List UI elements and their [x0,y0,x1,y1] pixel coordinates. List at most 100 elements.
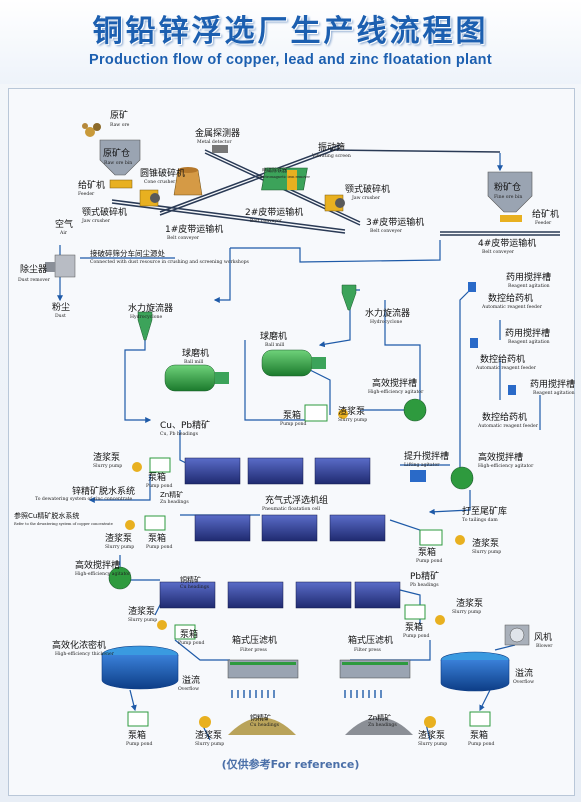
feeder-2-label: 给矿机 [532,208,559,220]
belt-3-label-en: Belt conveyer [370,228,403,234]
slurry-pump-7-label-en: Slurry pump [195,741,224,747]
pb-headings-label-en: Pb headings [410,582,439,588]
overflow-labels: 溢流 Overflow 溢流 Overflow [178,667,534,692]
dust-note-label-en: Connected with dust resource in crushing… [90,259,250,265]
overflow-1-label: 溢流 [182,674,200,686]
raw-ore-label: 原矿 [110,109,128,121]
slurry-pump-2-label-en: Slurry pump [93,463,122,469]
auto-feeder-1-label-en: Automatic reagent feeder [481,304,543,310]
electromagnetic-label: 电磁除铁器 [262,167,287,174]
metal-detector-label-en: Metal detector [197,139,232,145]
cu-pile-label-en: Cu headings [250,722,280,728]
cu-pb-label: Cu、Pb精矿 Cu, Pb headings [160,419,210,437]
feeder-2: 给矿机 Feeder [500,208,559,226]
fine-ore-bin: 粉矿仓 Fine ore bin [487,171,533,213]
pump-pond-2-label: 泵箱 [148,471,166,483]
hydrocyclone-2-label-en: Hydrocyclone [370,319,402,325]
dust-label-en: Dust [55,313,66,319]
reagent-2-label-en: Reagent agitation [508,339,550,345]
cu-pb-headings-label-en: Cu, Pb headings [160,431,199,437]
belt-2-label-en: Belt conveyer [250,218,283,224]
cu-dewater-label-en: Refer to the dewatering system of copper… [14,522,113,526]
fine-ore-bin-label: 粉矿仓 [494,181,521,193]
dust-label: 粉尘 [52,301,70,313]
feeder-1-label: 给矿机 [78,179,105,191]
feeder-1-label-en: Feeder [78,191,95,197]
lift-agitator-label: 提升搅拌槽 [404,450,449,462]
pump-pond-3-label-en: Pump pond [146,544,172,550]
he-agitator-1-label-en: High-efficiency agitator [368,389,424,395]
aerated-cell-label: 充气式浮选机组 [265,494,328,506]
slurry-pump-4-label-en: Slurry pump [472,549,501,555]
overflow-2-label: 溢流 [515,667,533,679]
slurry-pump-6-label: 渣浆泵 [456,597,483,609]
pump-pond-7-label-en: Pump pond [126,741,152,747]
cu-pile-label: 铜精矿 [250,713,271,722]
lift-agitator-label-en: Lifting agitator [404,462,440,468]
dust-remover: 空气 Air 除尘器 Dust remover 接破碎筛分车间尘源处 Conne… [18,218,250,319]
cone-crusher-label-en: Cone crusher [144,179,176,185]
pump-group-3: 渣浆泵 Slurry pump 泵箱 Pump pond [105,515,172,550]
pump-pond-8-label: 泵箱 [470,729,488,741]
air-label-en: Air [59,230,68,236]
thickener-right [440,651,510,692]
jaw-crusher-1: 颚式破碎机 Jaw crusher [81,189,160,224]
auto-feeder-2-label: 数控给药机 [480,353,525,365]
pump-group-6: 渣浆泵 Slurry pump 泵箱 Pump pond [403,597,483,639]
raw-ore-bin-label-en: Raw ore bin [104,160,132,166]
zn-headings-label: Zn精矿 [160,490,183,499]
pb-headings-label: Pb精矿 [410,570,439,582]
jaw-crusher-2-label: 颚式破碎机 [345,183,390,195]
ball-mill-1: 球磨机 Ball mill [164,347,229,392]
flotation-row-2: 充气式浮选机组 Pneumatic floatation cell [194,494,386,542]
slurry-pump-3-label: 渣浆泵 [105,532,132,544]
pump-group-1: 泵箱 Pump pond 渣浆泵 Slurry pump [280,404,367,427]
jaw-crusher-1-label-en: Jaw crusher [81,218,111,224]
ball-mill-1-label: 球磨机 [182,347,209,359]
belt-4-label-group: 4#皮带运输机 Belt conveyer [478,237,536,255]
blower-label-en: Blower [536,643,553,649]
raw-ore-label-en: Raw ore [110,122,130,128]
slurry-pump-7-label: 渣浆泵 [195,729,222,741]
ball-mill-2-label-en: Ball mill [265,342,285,348]
he-agitator-2-label: 高效搅拌槽 [478,451,523,463]
header: 铜铅锌浮选厂生产线流程图 Production flow of copper, … [0,0,581,84]
slurry-pump-5-label-en: Slurry pump [128,617,157,623]
reagent-2-label: 药用搅拌槽 [505,327,550,339]
pump-group-7: 泵箱 Pump pond 渣浆泵 Slurry pump [126,711,224,747]
hydrocyclone-2-label: 水力旋流器 [365,307,410,319]
he-agitator-2: 高效搅拌槽 High-efficiency agitator [450,451,534,490]
overflow-1-label-en: Overflow [178,686,199,692]
he-agitator-3-label-en: High-efficiency agitator [75,571,131,577]
slurry-pump-8-label: 渣浆泵 [418,729,445,741]
dewater-labels: 锌精矿脱水系统 To dewatering system of zinc con… [14,485,189,526]
slurry-pump-1-label: 渣浆泵 [338,405,365,417]
metal-detector-label: 金属探测器 [195,127,240,139]
feeder-1: 给矿机 Feeder [78,179,133,197]
flotation-row-1 [184,457,371,485]
thickener-label-en: High-efficiency thickener [55,651,115,657]
thickener-left: 高效化浓密机 High-efficiency thickener [52,639,179,690]
belt-4-label-en: Belt conveyer [482,249,515,255]
dust-remover-label: 除尘器 [20,263,47,275]
footer-note: (仅供参考For reference) [221,758,360,771]
auto-feeder-3-label: 数控给药机 [482,411,527,423]
tailings-label: 打至尾矿库 [462,505,507,517]
cu-pb-headings-label: Cu、Pb精矿 [160,419,210,431]
title-english: Production flow of copper, lead and zinc… [89,52,492,68]
auto-feeder-3-label-en: Automatic reagent feeder [477,423,539,429]
blower-label: 风机 [534,631,552,643]
he-agitator-2-label-en: High-efficiency agitator [478,463,534,469]
pump-pond-2-label-en: Pump pond [146,483,172,489]
zn-pile-label: Zn精矿 [368,713,391,722]
belt-2-label: 2#皮带运输机 [245,206,303,218]
title-chinese: 铜铅锌浮选厂生产线流程图 [92,14,489,49]
overflow-2-label-en: Overflow [513,679,534,685]
cone-crusher: 圆锥破碎机 Cone crusher [140,167,203,196]
zn-dewater-label: 锌精矿脱水系统 [72,485,135,497]
vibrating-screen: 振动筛 Vibrating screen [261,141,351,191]
blower: 风机 Blower [504,624,553,649]
pump-group-2: 渣浆泵 Slurry pump 泵箱 Pump pond [93,451,172,489]
pump-pond-1-label-en: Pump pond [280,421,306,427]
hydrocyclone-1-label: 水力旋流器 [128,302,173,314]
